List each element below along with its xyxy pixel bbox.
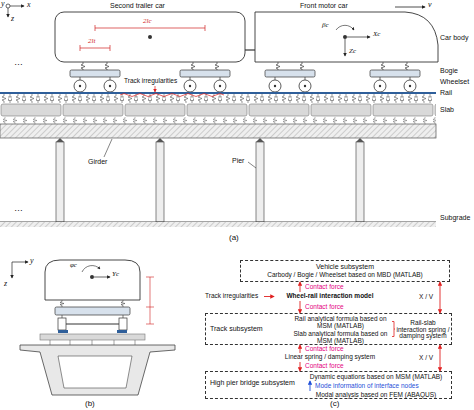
formula-box: Slab analytical formula based on MSM (MA… [288, 331, 393, 344]
part-name: Slab [440, 106, 454, 113]
speed-label: v [428, 1, 432, 9]
edge-label: Contact force [305, 304, 344, 311]
subsystem-title: Vehicle subsystem [316, 263, 374, 270]
interaction-box: Rail-slab interaction spring / damping s… [396, 317, 450, 343]
part-name: Bogie [440, 67, 458, 74]
ellipsis: … [14, 204, 23, 213]
panel-label: (b) [85, 400, 95, 408]
node-text: Rail-slab interaction spring / damping s… [396, 320, 450, 340]
part-name: Girder [88, 158, 107, 165]
model-box: Wheel-rail interaction model [275, 292, 385, 301]
flow-arrow [440, 345, 441, 371]
node-text: Dynamic equations based on MSM (MATLAB) [310, 374, 442, 381]
ellipsis: … [14, 58, 23, 67]
subsystem-box: Track subsystem Rail analytical formula b… [205, 313, 452, 345]
dof-label: βc [322, 22, 329, 29]
axis-label: y [1, 0, 5, 8]
part-name: Pier [232, 157, 244, 164]
edge-label: Contact force [305, 363, 344, 370]
part-name: Car body [440, 34, 468, 41]
flow-arrow [310, 381, 311, 391]
part-name: Rail [440, 89, 452, 96]
spring-box: Linear spring / damping system [270, 353, 390, 362]
node-text: Carbody / Bogie / Wheelset based on MBD … [267, 272, 423, 279]
edge-label: Contact force [305, 346, 344, 353]
dof-label: Yc [112, 271, 119, 278]
formula-box: Rail analytical formula based on MSM (MA… [288, 316, 393, 329]
flow-arrow [300, 345, 301, 353]
method-box: Dynamic equations based on MSM (MATLAB) [301, 373, 451, 381]
axis-label: y [30, 257, 34, 265]
dof-label: φc [70, 262, 77, 269]
dimension-label: 2lc [143, 18, 152, 25]
subsystem-box: Vehicle subsystemCarbody / Bogie / Wheel… [240, 260, 450, 282]
edge-label: X / V [419, 294, 433, 301]
axis-label: x [27, 1, 31, 9]
car-name: Second trailer car [110, 2, 165, 9]
part-name: Wheelset [440, 78, 469, 85]
flow-arrow [300, 362, 301, 371]
input-label: Track irregularities [205, 293, 258, 300]
edge-label: X / V [419, 355, 433, 362]
node-text: Linear spring / damping system [285, 354, 375, 361]
node-text: Slab analytical formula based on MSM (MA… [288, 331, 393, 345]
axis-label: z [11, 15, 14, 23]
subsystem-title: Track subsystem [210, 325, 280, 332]
part-name: Subgrade [440, 214, 470, 221]
flow-arrow [440, 282, 441, 313]
dof-label: Zc [349, 48, 356, 55]
part-name: Track irregularities [124, 78, 177, 85]
flow-arrow [300, 301, 301, 313]
flow-arrow [300, 282, 301, 292]
node-text: Rail analytical formula based on MSM (MA… [288, 316, 393, 330]
node-text: Modal analysis based on FEM (ABAQUS) [316, 392, 436, 399]
edge-label: Contact force [305, 284, 344, 291]
dof-label: Xc [373, 31, 380, 38]
car-name: Front motor car [300, 2, 348, 9]
subsystem-title: High pier bridge subsystem [210, 379, 295, 386]
edge-label: Mode information of interface nodes [315, 383, 419, 390]
panel-label: (c) [330, 400, 339, 408]
dimension-label: 2lt [88, 38, 95, 45]
axis-label: z [4, 280, 7, 288]
panel-label: (a) [229, 234, 239, 242]
node-text: Wheel-rail interaction model [286, 293, 373, 300]
method-box: Modal analysis based on FEM (ABAQUS) [301, 391, 451, 399]
